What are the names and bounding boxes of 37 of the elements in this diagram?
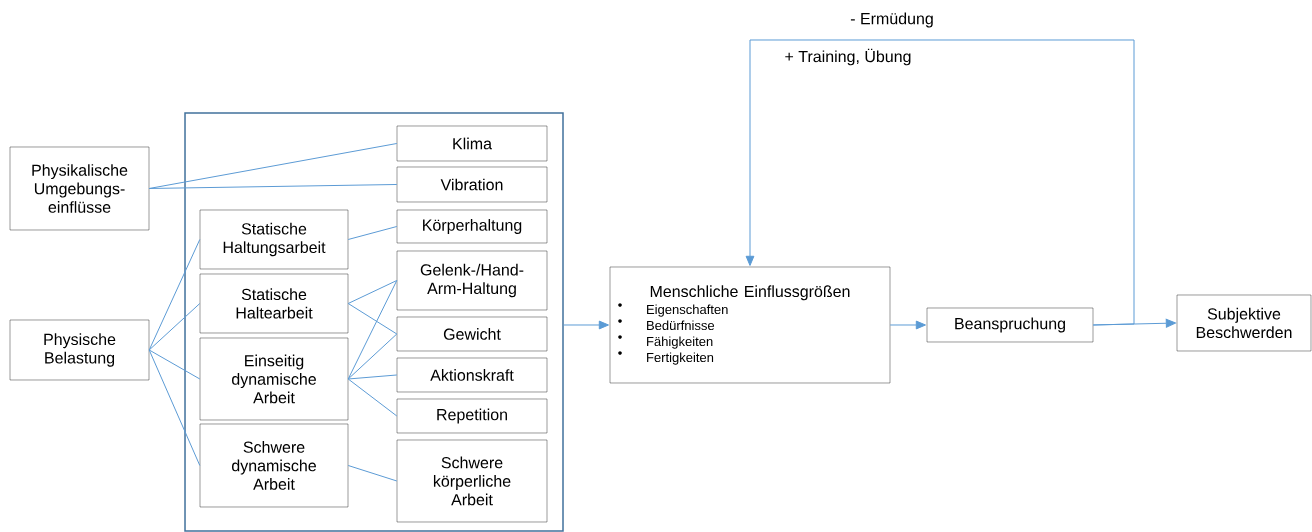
process-box: Subjektive Beschwerden (1176, 294, 1312, 352)
process-box: Vibration (396, 166, 548, 203)
feedback-arrow (745, 39, 1135, 326)
process-box: Gewicht (396, 316, 548, 352)
process-box: Klima (396, 125, 548, 162)
connector-line (347, 280, 398, 380)
process-box: Statische Haltungsarbeit (199, 209, 349, 270)
process-box: Schwere körperliche Arbeit (396, 439, 548, 523)
process-box: Einseitig dynamische Arbeit (199, 337, 349, 421)
arrow (563, 320, 609, 330)
list-box: Menschliche Einflussgrößen Eigenschaften Bedürfnisse Fähigkeiten Fertigkeiten (609, 266, 891, 384)
connector-line (148, 143, 398, 189)
process-box: Physische Belastung (9, 319, 150, 381)
process-box: Beanspruchung (926, 307, 1094, 343)
connector-line (347, 280, 398, 304)
process-box: Physikalische Umgebungs-einflüsse (9, 146, 150, 231)
process-box: Repetition (396, 398, 548, 434)
connector-line (347, 226, 398, 240)
edge-label: - Ermüdung (849, 11, 935, 29)
connector-line (347, 374, 398, 380)
process-box: Statische Haltearbeit (199, 273, 349, 334)
connector-line (347, 303, 398, 335)
group-frame (184, 112, 564, 532)
connector-line (148, 303, 201, 351)
connector-line (347, 378, 398, 417)
process-box: Körperhaltung (396, 209, 548, 244)
arrow (889, 320, 926, 330)
connector-line (148, 184, 398, 189)
connector-line (148, 349, 201, 466)
process-box: Gelenk-/Hand-Arm-Haltung (396, 250, 548, 311)
connector-line (347, 333, 398, 380)
connector-line (148, 349, 201, 380)
annotation-text: + Training, Übung (785, 48, 911, 66)
connector-line (148, 239, 201, 351)
process-box: Aktionskraft (396, 357, 548, 393)
process-box: Schwere dynamische Arbeit (199, 423, 349, 508)
connector-line (347, 465, 398, 482)
